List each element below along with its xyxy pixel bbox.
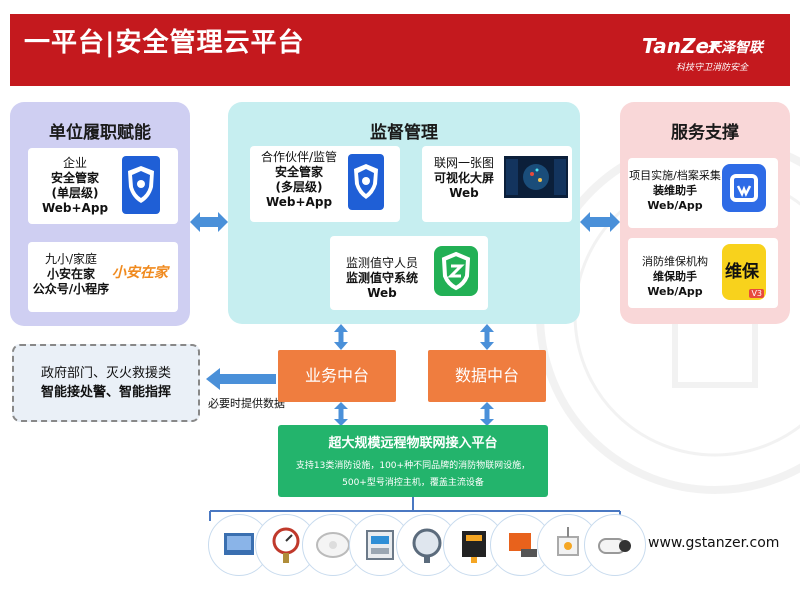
safety-steward-app-icon — [122, 156, 160, 214]
maintenance-assistant-app-icon: 维保 V3 — [722, 244, 766, 300]
government-box — [12, 344, 200, 422]
data-iot-arrow — [480, 402, 494, 426]
government-line1: 政府部门、灭火救援类 — [40, 366, 171, 381]
website-url[interactable]: www.gstanzer.com — [648, 535, 780, 551]
supervision-title: 监督管理 — [370, 123, 438, 143]
center-data-arrow — [480, 324, 494, 350]
big-screen-thumbnail — [504, 156, 568, 198]
iot-platform-desc1: 支持13类消防设施，100+种不同品牌的消防物联网设施， — [295, 461, 531, 471]
iot-platform-desc2: 500+型号消控主机，覆盖主流设备 — [342, 478, 484, 488]
brand-logo-en: TanZer — [642, 34, 719, 58]
monitoring-app-icon — [434, 246, 478, 296]
install-assistant-text: 项目实施/档案采集 装维助手 Web/App — [629, 169, 721, 212]
sensor-module-icon — [443, 514, 505, 576]
little-safe-home-text: 九小/家庭 小安在家 公众号/小程序 — [32, 252, 110, 296]
page-title: 一平台|安全管理云平台 — [24, 28, 305, 58]
business-platform-box[interactable]: 业务中台 — [278, 350, 396, 402]
camera-icon — [584, 514, 646, 576]
maintenance-logo-badge: V3 — [749, 289, 764, 298]
iot-platform-title: 超大规模远程物联网接入平台 — [328, 436, 498, 451]
maintenance-logo-text: 维保 — [725, 262, 759, 282]
data-platform-box[interactable]: 数据中台 — [428, 350, 546, 402]
safety-steward-multi-text: 合作伙伴/监管 安全管家 (多层级) Web+App — [260, 150, 338, 209]
business-iot-arrow — [334, 402, 348, 426]
iot-map-text: 联网一张图 可视化大屏 Web — [433, 156, 494, 200]
service-support-title: 服务支撑 — [671, 123, 739, 143]
electric-valve-icon — [490, 514, 552, 576]
install-assistant-app-icon — [722, 164, 766, 212]
little-safe-home-card[interactable] — [28, 242, 178, 312]
safety-steward-multi-app-icon — [348, 154, 384, 210]
center-right-double-arrow — [580, 212, 620, 232]
header-bar — [10, 14, 790, 86]
iot-platform-box[interactable] — [278, 425, 548, 497]
left-center-double-arrow — [190, 212, 228, 232]
center-business-arrow — [334, 324, 348, 350]
little-safe-home-logo: 小安在家 — [112, 265, 168, 281]
data-provide-arrow — [206, 368, 276, 390]
safety-steward-single-text: 企业 安全管家 (单层级) Web+App — [41, 156, 109, 215]
brand-logo-cn: 天泽智联 — [707, 40, 763, 56]
monitoring-text: 监测值守人员 监测值守系统Web — [345, 256, 418, 300]
wireless-detector-icon — [537, 514, 599, 576]
brand-slogan: 科技守卫消防安全 — [676, 63, 749, 73]
government-line2: 智能接处警、智能指挥 — [40, 385, 171, 400]
data-provide-note: 必要时提供数据 — [208, 397, 285, 410]
unit-duty-title: 单位履职赋能 — [49, 123, 151, 143]
maintenance-assistant-text: 消防维保机构 维保助手 Web/App — [642, 255, 708, 298]
